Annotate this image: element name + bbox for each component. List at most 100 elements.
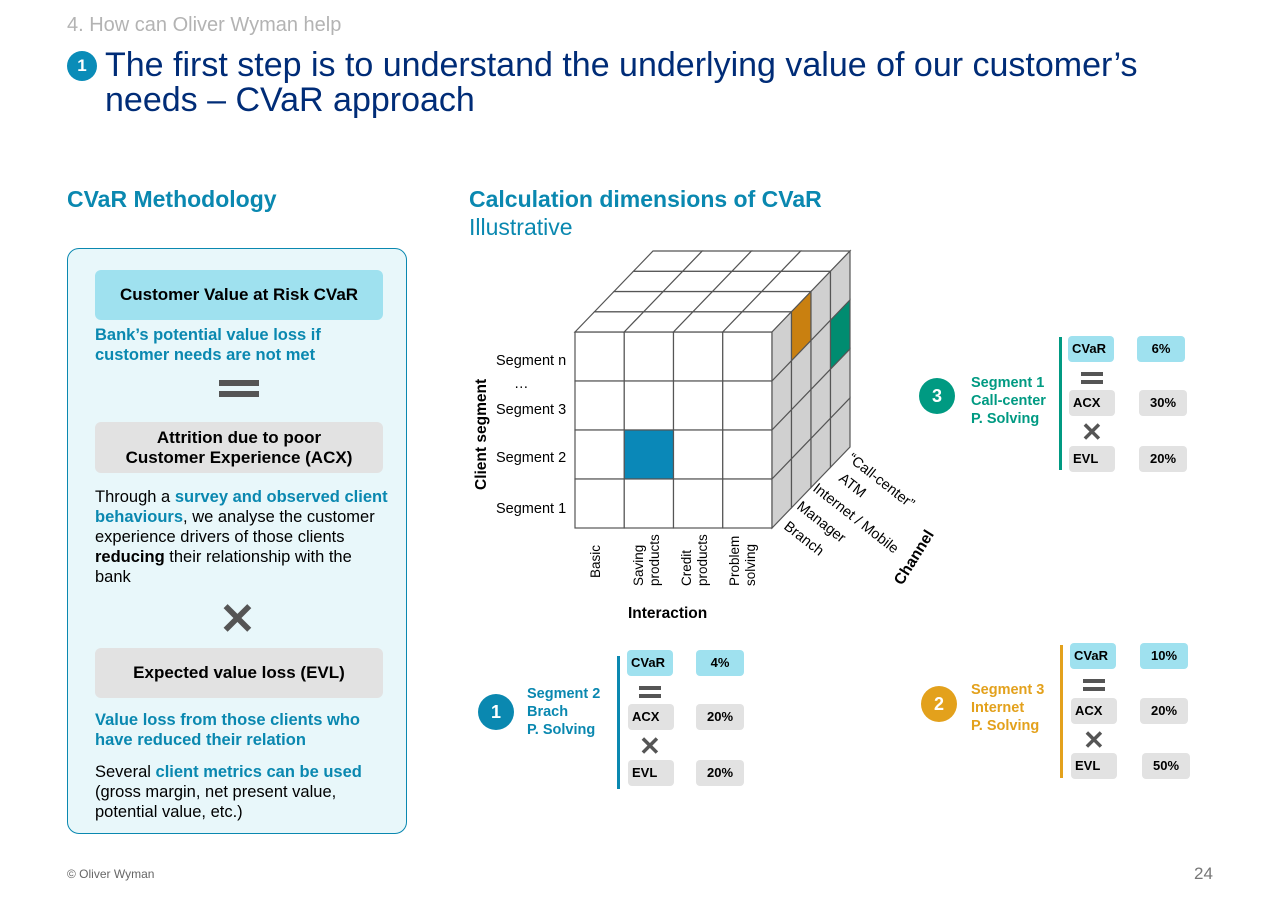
callout-1-cvar-value: 4% <box>696 650 744 676</box>
callout-1-equals-icon <box>639 686 661 698</box>
callout-3-segment: Segment 1 <box>971 375 1045 391</box>
cube-front-cell <box>574 380 625 431</box>
callout-1-acx-label: ACX <box>628 704 674 730</box>
acx-box-line2: Customer Experience (ACX) <box>125 448 353 467</box>
callout-2-equals-icon <box>1083 679 1105 691</box>
callout-2-cvar-value: 10% <box>1140 643 1188 669</box>
callout-3-acx-label: ACX <box>1069 390 1115 416</box>
callout-3-cvar-value: 6% <box>1137 336 1185 362</box>
evl-desc-highlight: client metrics can be used <box>155 763 362 781</box>
acx-desc-part2: , we analyse the customer experience dri… <box>95 508 375 546</box>
callout-3-evl-label: EVL <box>1069 446 1115 472</box>
cube-side-cell <box>829 396 851 469</box>
cube-front-cell <box>574 429 625 480</box>
callout-2-badge: 2 <box>921 686 957 722</box>
interaction-label: Creditproducts <box>679 534 710 586</box>
methodology-heading: CVaR Methodology <box>67 186 277 212</box>
callout-1-evl-value: 20% <box>696 760 744 786</box>
section-label: 4. How can Oliver Wyman help <box>67 14 342 36</box>
callout-2-evl-value: 50% <box>1142 753 1190 779</box>
callout-3-cvar-label: CVaR <box>1068 336 1114 362</box>
acx-box-line1: Attrition due to poor <box>156 428 322 447</box>
evl-description: Several client metrics can be used (gros… <box>95 762 390 822</box>
callout-1-multiply-icon: ✕ <box>639 731 661 761</box>
interaction-axis-label: Interaction <box>628 605 707 622</box>
cube-front-cell <box>722 380 773 431</box>
acx-desc-part1: Through a <box>95 488 175 506</box>
callout-1-badge: 1 <box>478 694 514 730</box>
cube-front-cell <box>574 331 625 382</box>
callout-3-channel: Call-center <box>971 393 1046 409</box>
page-title: The first step is to understand the unde… <box>105 46 1138 119</box>
callout-3-evl-value: 20% <box>1139 446 1187 472</box>
callout-2-multiply-icon: ✕ <box>1083 725 1105 755</box>
step-number-badge: 1 <box>67 51 97 81</box>
segment-label: Segment 1 <box>496 501 566 517</box>
segment-label: Segment n <box>496 353 566 369</box>
acx-desc-bold: reducing <box>95 548 165 566</box>
multiply-icon: ✕ <box>219 595 256 644</box>
callout-1-label: Segment 2 Brach P. Solving <box>527 685 600 739</box>
callout-2-cvar-label: CVaR <box>1070 643 1116 669</box>
acx-desc-highlight: survey and observed client behaviours <box>95 488 388 526</box>
interaction-label: Savingproducts <box>631 534 662 586</box>
cube-front-cell <box>672 380 724 431</box>
callout-2-label: Segment 3 Internet P. Solving <box>971 681 1044 735</box>
callout-1-evl-label: EVL <box>628 760 674 786</box>
evl-desc-part2: (gross margin, net present value, potent… <box>95 783 337 821</box>
callout-1-cvar-label: CVaR <box>627 650 673 676</box>
callout-3-divider <box>1059 337 1062 470</box>
callout-2-evl-label: EVL <box>1071 753 1117 779</box>
page-number: 24 <box>1194 864 1213 883</box>
cube-front-cell <box>672 429 724 480</box>
cvar-cube-diagram: Segment n … Segment 3 Segment 2 Segment 1 Cli… <box>473 249 938 622</box>
callout-3-interaction: P. Solving <box>971 411 1040 427</box>
dimensions-heading: Calculation dimensions of CVaR <box>469 186 822 212</box>
evl-box: Expected value loss (EVL) <box>95 648 383 698</box>
cvar-definition: Bank’s potential value loss if customer … <box>95 326 321 364</box>
callout-2-channel: Internet <box>971 700 1025 716</box>
callout-2-acx-value: 20% <box>1140 698 1188 724</box>
callout-3-equals-icon <box>1081 372 1103 384</box>
cube-front-cell <box>722 478 773 529</box>
cube-front-cell <box>623 429 675 480</box>
cvar-box: Customer Value at Risk CVaR <box>95 270 383 320</box>
evl-definition: Value loss from those clients who have r… <box>95 711 360 749</box>
cube-front-cell <box>672 478 724 529</box>
acx-desc-part3: their relationship with the bank <box>95 548 352 586</box>
cube-front-cell <box>623 478 675 529</box>
segment-label: Segment 2 <box>496 450 566 466</box>
segment-label: … <box>514 376 529 392</box>
callout-3-multiply-icon: ✕ <box>1081 417 1103 447</box>
callout-1-interaction: P. Solving <box>527 722 596 738</box>
callout-1-divider <box>617 656 620 789</box>
callout-3-acx-value: 30% <box>1139 390 1187 416</box>
channel-axis-label: Channel <box>891 527 938 588</box>
acx-description: Through a survey and observed client beh… <box>95 487 390 587</box>
callout-1-segment: Segment 2 <box>527 686 601 702</box>
callout-2-divider <box>1060 645 1063 778</box>
client-segment-axis-label: Client segment <box>473 379 490 490</box>
methodology-panel: Customer Value at Risk CVaR Bank’s poten… <box>67 248 407 834</box>
equals-icon <box>219 380 259 398</box>
segment-label: Segment 3 <box>496 402 566 418</box>
evl-desc-part1: Several <box>95 763 156 781</box>
illustrative-label: Illustrative <box>469 214 573 240</box>
cube-front-cell <box>672 331 724 382</box>
callout-3-badge: 3 <box>919 378 955 414</box>
callout-2-acx-label: ACX <box>1071 698 1117 724</box>
callout-3-label: Segment 1 Call-center P. Solving <box>971 374 1046 428</box>
cube-front-cell <box>722 429 773 480</box>
cube-front-cell <box>623 331 675 382</box>
cube-front-cell <box>623 380 675 431</box>
callout-1-acx-value: 20% <box>696 704 744 730</box>
cube-front-cell <box>722 331 773 382</box>
callout-1-channel: Brach <box>527 704 569 720</box>
callout-2-interaction: P. Solving <box>971 718 1040 734</box>
cube-front-cell <box>574 478 625 529</box>
callout-2-segment: Segment 3 <box>971 682 1045 698</box>
interaction-label: Basic <box>588 545 603 578</box>
acx-box: Attrition due to poor Customer Experienc… <box>95 422 383 473</box>
copyright: © Oliver Wyman <box>67 867 155 881</box>
interaction-label: Problemsolving <box>727 536 758 586</box>
